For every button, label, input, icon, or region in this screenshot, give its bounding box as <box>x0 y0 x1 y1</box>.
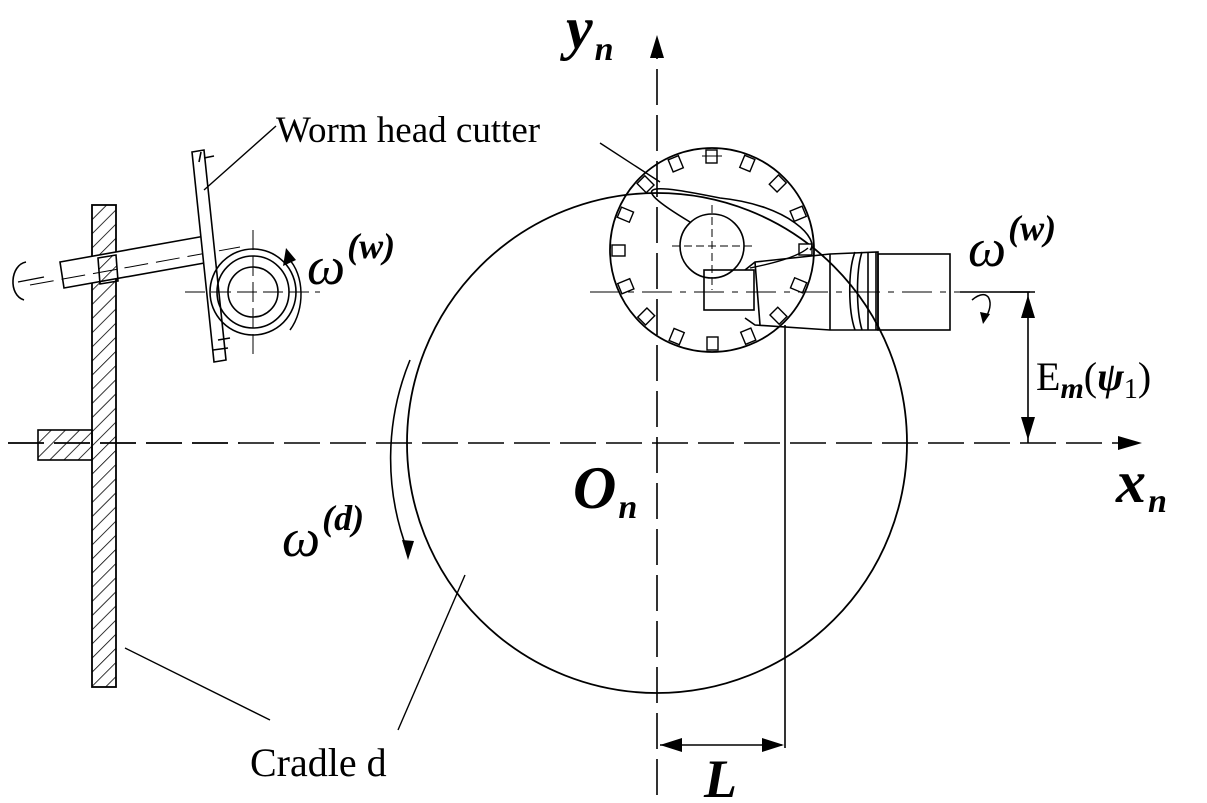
cradle-label: Cradle d <box>250 740 387 785</box>
omega-d-arrowhead <box>402 540 414 560</box>
origin-label: On <box>573 455 637 526</box>
omega-d-arrow <box>389 359 411 553</box>
l-dimension-label: L <box>703 749 737 803</box>
cutter-blades <box>611 149 813 351</box>
left-shaft-rotation-symbol <box>12 261 27 301</box>
x-axis-arrowhead <box>1118 436 1142 450</box>
y-axis <box>650 35 664 795</box>
em-arrowhead-bottom <box>1021 417 1035 440</box>
em-arrowhead-top <box>1021 295 1035 318</box>
leader-cradle-circle <box>397 574 466 731</box>
leader-cradle-plate <box>124 647 271 721</box>
contour-loop <box>650 187 813 251</box>
l-arrowhead-right <box>762 738 784 752</box>
worm-left <box>185 230 320 356</box>
worm-shaft-right <box>590 251 1030 331</box>
omega-d-label: ω(d) <box>282 498 364 568</box>
omega-w-left-arrow <box>287 257 302 331</box>
worm-head-cutter-right <box>609 147 815 353</box>
em-psi-label: Em(ψ1) <box>1036 354 1151 405</box>
cradle-circle <box>406 192 908 694</box>
leader-cutter-left <box>203 125 277 191</box>
cradle-hub <box>37 429 93 461</box>
y-axis-label: yn <box>560 0 614 68</box>
worm-head-cutter-label: Worm head cutter <box>276 110 540 151</box>
leader-cutter-right <box>599 142 661 183</box>
l-arrowhead-left <box>660 738 682 752</box>
x-axis-label: xn <box>1115 449 1167 520</box>
omega-w-right-label: ω(w) <box>968 208 1056 278</box>
y-axis-arrowhead <box>650 35 664 58</box>
omega-w-left-label: ω(w) <box>307 226 395 296</box>
worm-head-cutter-left <box>191 149 231 363</box>
